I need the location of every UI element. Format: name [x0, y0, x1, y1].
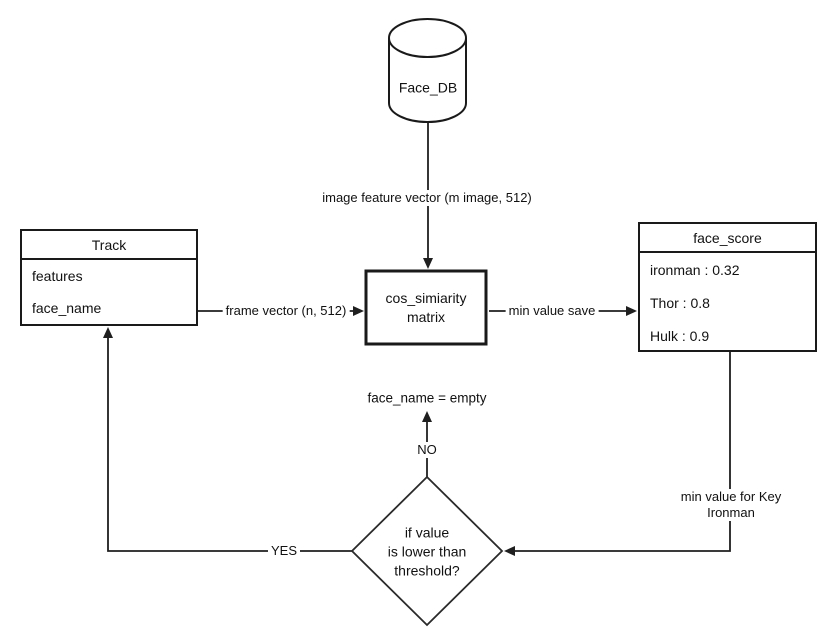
arrowhead-down-icon: [423, 258, 433, 269]
database-cylinder-top: [388, 18, 467, 58]
decision-label-line3: threshold?: [394, 562, 460, 579]
edge-label-min-value-for-key-line2: Ironman: [707, 505, 755, 520]
edge-label-yes: YES: [267, 543, 301, 559]
edge-label-no: NO: [414, 442, 440, 458]
decision-label-line1: if value: [404, 524, 450, 541]
track-row-face-name: face_name: [32, 300, 102, 316]
arrowhead-left-icon: [504, 546, 515, 556]
track-row-features: features: [32, 268, 83, 284]
track-node: Track features face_name: [20, 229, 198, 326]
decision-label-line2: is lower than: [387, 543, 467, 560]
arrowhead-up-icon: [103, 327, 113, 338]
cos-matrix-box: [364, 269, 488, 346]
cos-matrix-label-line1: cos_simiarity: [385, 290, 467, 306]
face-score-node: face_score ironman : 0.32 Thor : 0.8 Hul…: [638, 222, 817, 352]
arrowhead-right-icon: [353, 306, 364, 316]
edge-decision-yes-to-track: [107, 338, 352, 552]
face-score-row-thor: Thor : 0.8: [650, 294, 710, 311]
face-score-row-hulk: Hulk : 0.9: [650, 327, 710, 344]
edge-label-image-feature-vector: image feature vector (m image, 512): [319, 190, 535, 206]
face-db-label: Face_DB: [398, 79, 458, 96]
edge-label-frame-vector: frame vector (n, 512): [222, 303, 350, 319]
edge-label-min-value-save: min value save: [505, 303, 599, 319]
arrowhead-right-icon: [626, 306, 637, 316]
edge-facescore-to-decision: [515, 352, 731, 552]
edge-label-min-value-for-key-line1: min value for Key: [680, 489, 782, 504]
face-score-title: face_score: [640, 224, 815, 253]
decision-diamond: [350, 475, 504, 627]
decision-label: if value is lower than threshold?: [388, 524, 467, 581]
database-cylinder-shape: [388, 38, 467, 123]
face-score-row-ironman: ironman : 0.32: [650, 261, 740, 278]
face-name-empty-label: face_name = empty: [367, 390, 487, 406]
arrowhead-up-icon: [422, 411, 432, 422]
track-title: Track: [22, 231, 196, 260]
cos-matrix-label: cos_simiarity matrix: [386, 289, 467, 327]
cos-matrix-label-line2: matrix: [406, 309, 446, 325]
edge-label-min-value-for-key: min value for Key Ironman: [677, 489, 785, 521]
